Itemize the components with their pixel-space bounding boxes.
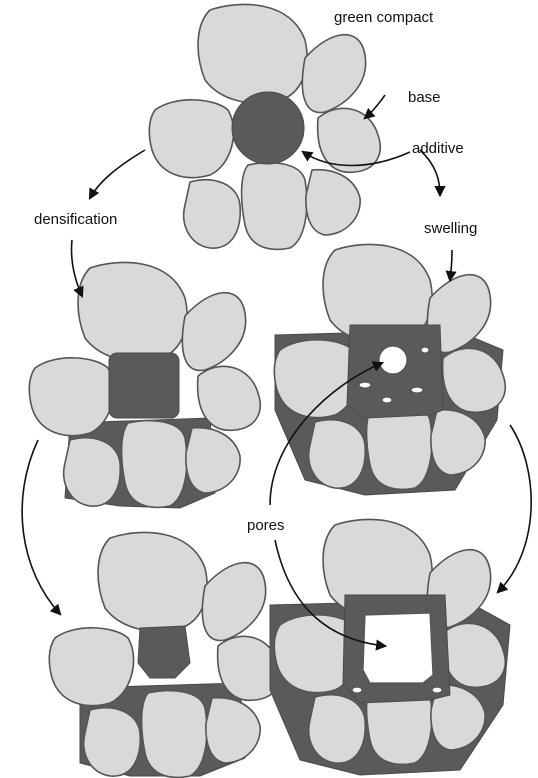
arrow-left-down: [22, 440, 60, 614]
pore: [421, 347, 429, 353]
pore: [382, 397, 392, 403]
label-pores: pores: [247, 517, 285, 534]
arrow-to-densification: [90, 150, 145, 198]
label-green-compact: green compact: [334, 9, 434, 26]
swelling-final-stage: [270, 519, 510, 775]
densification-stage: [29, 262, 260, 508]
swelling-stage: [274, 244, 505, 495]
arrow-swelling-down: [450, 250, 452, 280]
pore: [411, 387, 423, 393]
label-densification: densification: [34, 211, 117, 228]
pore: [359, 382, 371, 388]
green-compact-stage: [149, 4, 380, 249]
densified-final-stage: [49, 532, 280, 777]
additive-particle: [109, 353, 179, 418]
pore: [352, 687, 362, 693]
label-swelling: swelling: [424, 220, 477, 237]
arrow-to-base: [365, 95, 385, 118]
pore: [363, 613, 433, 683]
pore: [432, 687, 442, 693]
arrow-right-down: [498, 425, 531, 592]
label-base: base: [408, 89, 441, 106]
pore: [379, 346, 407, 374]
additive-particle: [138, 626, 190, 678]
label-additive: additive: [412, 140, 464, 157]
additive-particle: [232, 92, 304, 164]
